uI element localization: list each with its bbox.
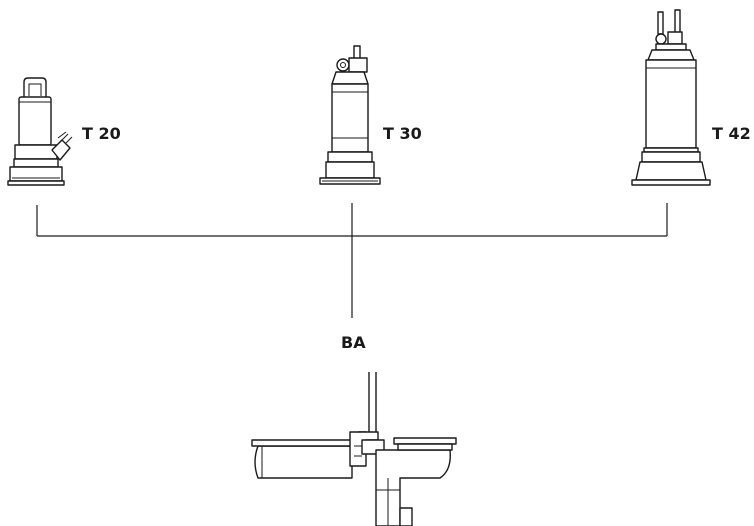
pump-t42-icon xyxy=(631,9,711,186)
auto-coupling-base-icon xyxy=(251,372,457,526)
pump-t20-icon xyxy=(7,77,73,186)
connector-lines xyxy=(36,203,668,318)
pump-t30-icon xyxy=(319,45,381,185)
pump-t42-label: T 42 xyxy=(712,124,751,143)
base-ba-label: BA xyxy=(341,333,366,352)
pump-t30-label: T 30 xyxy=(383,124,422,143)
pump-t20-label: T 20 xyxy=(82,124,121,143)
